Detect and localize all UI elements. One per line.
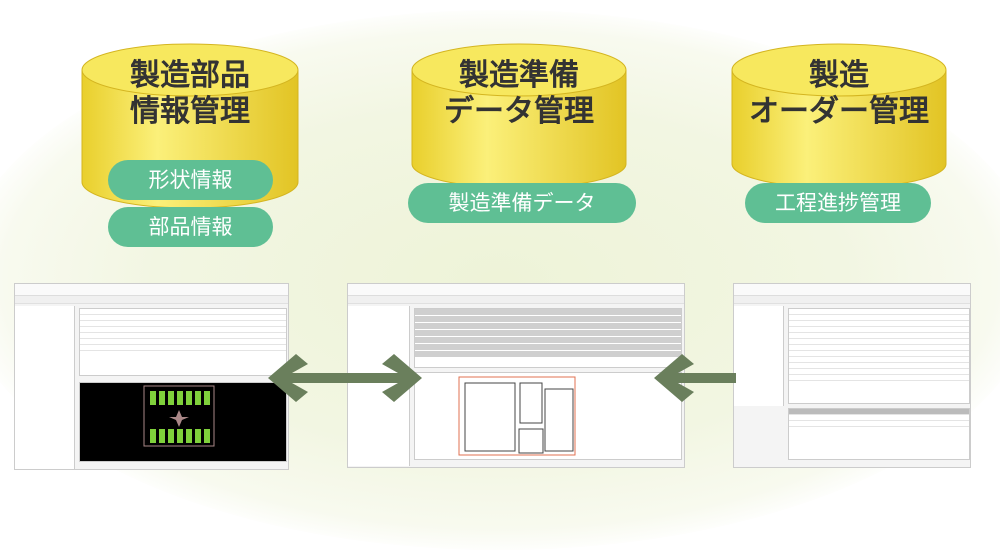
item-parts-info: 部品情報 [108,207,273,247]
item-prep-data: 製造準備データ [408,183,636,223]
cylinder-title-line: 製造準備 [459,58,579,93]
cylinder-title-line: 製造 [809,58,869,93]
cylinder-title-line: オーダー管理 [749,94,929,129]
cylinder-title-line: 情報管理 [130,94,250,129]
item-shape-info: 形状情報 [108,160,273,200]
screenshot-prep-app [347,283,685,468]
item-progress-mgmt: 工程進捗管理 [745,183,931,223]
cylinder-title-line: 製造部品 [130,58,250,93]
screenshot-parts-app [14,283,289,470]
left-arrow-icon [654,354,736,402]
circuit-drawing-view [458,376,576,456]
double-arrow-icon [268,354,422,402]
cylinder-prep-data: 製造準備 データ管理 [410,42,628,192]
cylinder-order-mgmt: 製造 オーダー管理 [730,42,948,192]
pcb-footprint-view [143,385,215,447]
screenshot-order-app [733,283,971,468]
cylinder-title-line: データ管理 [444,94,594,129]
